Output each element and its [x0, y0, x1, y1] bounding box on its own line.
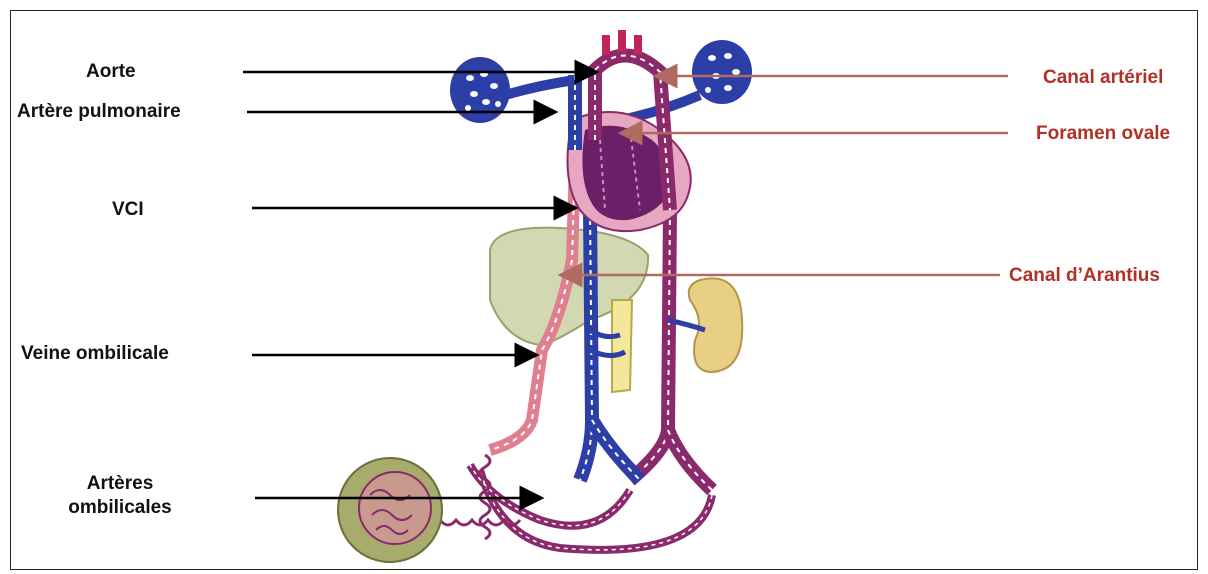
- abdominal-branches: [590, 320, 705, 356]
- label-vci: VCI: [112, 198, 144, 222]
- label-foramen-ovale: Foramen ovale: [1036, 122, 1170, 146]
- label-arteres-ombilicales: Artères ombilicales: [60, 472, 180, 520]
- placenta: [338, 458, 442, 562]
- label-canal-arteriel: Canal artériel: [1043, 66, 1163, 90]
- label-artere-pulmonaire: Artère pulmonaire: [17, 100, 181, 124]
- label-arteres-ombilicales-line2: ombilicales: [60, 496, 180, 520]
- right-lung: [692, 40, 752, 104]
- label-veine-ombilicale: Veine ombilicale: [21, 342, 169, 366]
- label-arteres-ombilicales-line1: Artères: [60, 472, 180, 496]
- intestine: [612, 300, 632, 392]
- label-aorte: Aorte: [86, 60, 136, 84]
- label-canal-arantius: Canal d’Arantius: [1009, 264, 1160, 288]
